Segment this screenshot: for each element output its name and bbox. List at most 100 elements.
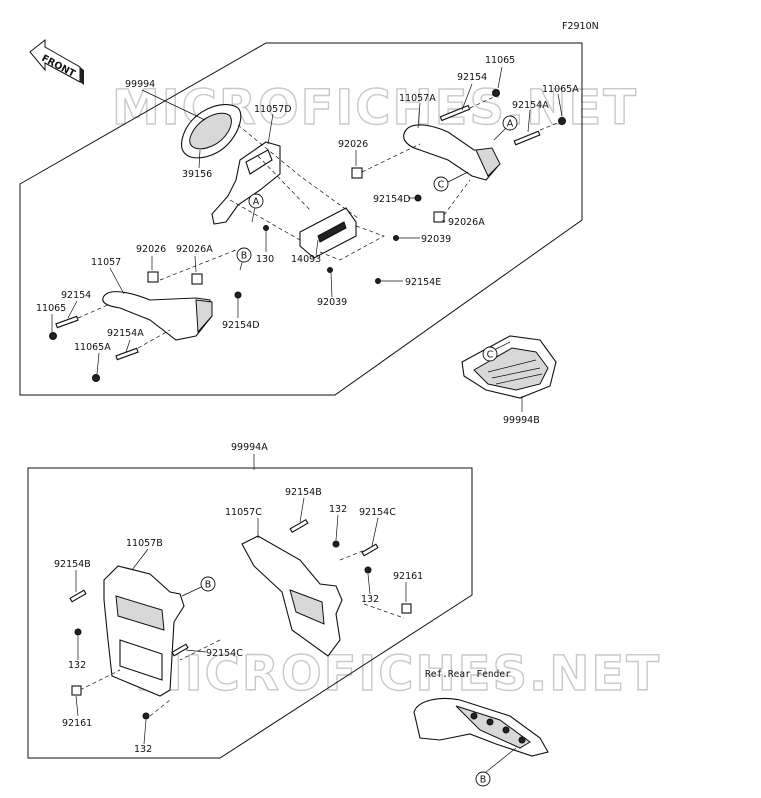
label-11057C: 11057C: [225, 507, 262, 518]
callout-C-upper: C: [438, 180, 445, 191]
dash-line: [79, 669, 121, 691]
label-92154C: 92154C: [359, 507, 396, 518]
frame-upper: [19, 42, 583, 396]
screw-132-b: [364, 566, 372, 574]
label-99994B: 99994B: [503, 415, 540, 426]
dash-line: [443, 179, 471, 216]
dash-line: [319, 225, 385, 261]
label-92154B: 92154B: [285, 487, 322, 498]
label-11065A: 11065A: [542, 84, 579, 95]
bracket-11057B: [103, 565, 185, 697]
label-92154E: 92154E: [405, 277, 441, 288]
label-130: 130: [256, 254, 274, 265]
label-14093: 14093: [291, 254, 321, 265]
backrest-bracket: [211, 141, 281, 225]
callout-C-rack: C: [487, 350, 494, 361]
dash-line: [237, 124, 359, 219]
callouts: A A B C C B B: [200, 115, 518, 787]
label-132-d: 132: [134, 744, 152, 755]
diagram-code: F2910N: [562, 21, 599, 32]
nut-11065A: [558, 117, 566, 125]
label-92026-left: 92026: [136, 244, 166, 255]
label-92154D: 92154D: [373, 194, 411, 205]
front-arrow-icon: FRONT: [29, 38, 84, 85]
frame-lower: [27, 467, 473, 759]
bolt-92154B-upper: [289, 519, 309, 533]
leader-lines: [51, 66, 563, 773]
backrest-pad: [181, 104, 242, 159]
label-39156: 39156: [182, 169, 212, 180]
callout-B-fender: B: [480, 775, 487, 786]
plate-14093: [299, 207, 357, 259]
dash-line: [257, 155, 311, 211]
dash-line: [149, 699, 171, 717]
label-92039-lower: 92039: [317, 297, 347, 308]
bolt-92154C-lower: [171, 643, 189, 657]
label-11065-left: 11065: [36, 303, 66, 314]
spacer-92026A: [433, 211, 445, 223]
label-92154C-lower: 92154C: [206, 648, 243, 659]
bolt-92154-left: [55, 315, 79, 329]
luggage-rack: [461, 335, 557, 399]
ref-note: Ref.Rear Fender: [425, 669, 511, 680]
label-11057B: 11057B: [126, 538, 163, 549]
screw-130: [263, 225, 269, 231]
label-11065A-left: 11065A: [74, 342, 111, 353]
label-92039: 92039: [421, 234, 451, 245]
nut-92161-left: [71, 685, 82, 696]
spacer-92026A-left: [191, 273, 203, 285]
screw-132-a: [332, 540, 340, 548]
bolt-92154B-left: [69, 589, 87, 603]
rear-fender: [413, 697, 549, 757]
screw-92039: [393, 235, 399, 241]
watermark-bottom: MICROFICHES.NET: [135, 646, 661, 702]
nut-92161-right: [401, 603, 412, 614]
nut-11065-left: [49, 332, 57, 340]
bolt-92154D-left: [234, 291, 242, 299]
callout-A-right: A: [507, 119, 514, 130]
label-11057: 11057: [91, 257, 121, 268]
label-92154B-left: 92154B: [54, 559, 91, 570]
label-92026A: 92026A: [448, 217, 485, 228]
callout-B-lower: B: [205, 580, 212, 591]
label-11057A: 11057A: [399, 93, 436, 104]
dash-line: [229, 199, 301, 241]
dash-line: [339, 547, 371, 561]
bolt-92154C-upper: [361, 543, 379, 557]
screw-132-c: [74, 628, 82, 636]
spacer-92026-left: [147, 271, 159, 283]
dash-line: [179, 639, 221, 661]
label-92154-left: 92154: [61, 290, 91, 301]
dash-line: [361, 143, 421, 173]
label-11065: 11065: [485, 55, 515, 66]
label-92154A: 92154A: [512, 100, 549, 111]
dash-line: [137, 329, 171, 349]
label-132-a: 132: [329, 504, 347, 515]
label-99994: 99994: [125, 79, 155, 90]
part-labels: 99994 39156 11057D 11057A 11065 92154 11…: [36, 55, 579, 755]
label-92154: 92154: [457, 72, 487, 83]
nut-11065A-left: [92, 374, 100, 382]
side-arm-right: [403, 124, 501, 181]
dash-line: [363, 603, 405, 619]
label-92026A-left: 92026A: [176, 244, 213, 255]
label-92154D-left: 92154D: [222, 320, 260, 331]
bolt-92154A-left: [115, 347, 139, 361]
label-132-b: 132: [361, 594, 379, 605]
callout-A-left: A: [253, 197, 260, 208]
label-92161-left: 92161: [62, 718, 92, 729]
bolt-92154E: [375, 278, 381, 284]
nut-11065: [492, 89, 500, 97]
screw-92039-lower: [327, 267, 333, 273]
label-132-c: 132: [68, 660, 86, 671]
callout-B-upper: B: [241, 251, 248, 262]
label-99994A: 99994A: [231, 442, 268, 453]
label-92161-right: 92161: [393, 571, 423, 582]
label-11057D: 11057D: [254, 104, 292, 115]
label-92154A-left: 92154A: [107, 328, 144, 339]
bracket-11057C: [241, 535, 343, 657]
bolt-92154A: [513, 121, 561, 146]
label-92026: 92026: [338, 139, 368, 150]
side-arm-left: [102, 291, 213, 341]
